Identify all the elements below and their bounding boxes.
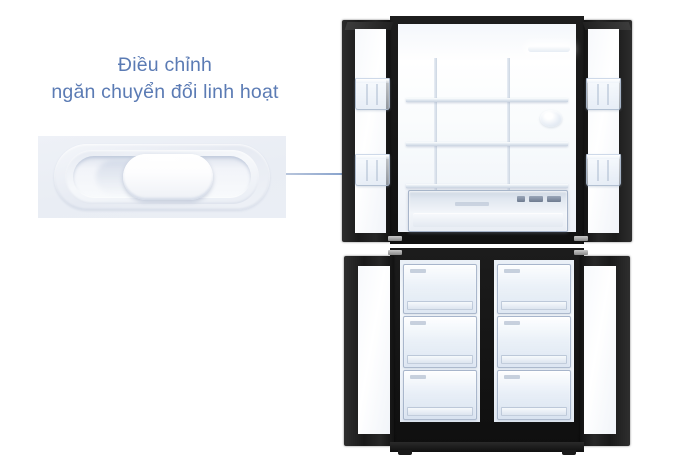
freezer-cavity-left bbox=[400, 260, 480, 422]
hinge-bottom-right bbox=[574, 250, 588, 255]
fridge-interior-cavity bbox=[398, 24, 576, 232]
bin-lip bbox=[356, 79, 389, 83]
fridge-door-top-left[interactable] bbox=[342, 20, 394, 242]
bin-rib bbox=[376, 160, 378, 181]
fridge-top-unit bbox=[336, 12, 638, 244]
freezer-drawer-right-2[interactable] bbox=[497, 316, 571, 368]
shelf-rail-right bbox=[507, 58, 510, 198]
door-bin-top-right-upper[interactable] bbox=[586, 78, 621, 110]
freezer-drawer-right-1[interactable] bbox=[497, 264, 571, 314]
bin-lip bbox=[356, 155, 389, 159]
drawer-front bbox=[407, 407, 473, 416]
slider-knob-highlight bbox=[130, 156, 206, 161]
caption-line-1: Điều chỉnh bbox=[117, 54, 213, 76]
drawer-handle[interactable] bbox=[410, 375, 426, 379]
interior-light bbox=[528, 46, 570, 52]
shelf-rail-left bbox=[434, 58, 437, 198]
freezer-door-bottom-left[interactable] bbox=[344, 256, 394, 446]
hinge-bottom-left bbox=[388, 250, 402, 255]
door-liner-top-right bbox=[588, 29, 619, 233]
door-bin-top-right-lower[interactable] bbox=[586, 154, 621, 186]
feature-caption: Điều chỉnh ngăn chuyển đổi linh hoạt bbox=[0, 52, 330, 106]
freezer-cavity-right bbox=[494, 260, 574, 422]
bin-rib bbox=[376, 84, 378, 105]
glass-shelf-3 bbox=[406, 184, 568, 188]
drawer-front bbox=[407, 301, 473, 310]
hinge-top-right bbox=[574, 236, 588, 241]
crisper-control-1[interactable] bbox=[517, 196, 525, 202]
drawer-front bbox=[407, 355, 473, 364]
bin-rib bbox=[597, 84, 599, 105]
door-liner-top-left bbox=[355, 29, 386, 233]
freezer-drawer-left-3[interactable] bbox=[403, 370, 477, 420]
freezer-drawer-right-3[interactable] bbox=[497, 370, 571, 420]
crisper-drawer[interactable] bbox=[408, 190, 568, 232]
drawer-front bbox=[501, 301, 567, 310]
refrigerator bbox=[336, 12, 638, 456]
drawer-front bbox=[501, 355, 567, 364]
bin-lip bbox=[587, 155, 620, 159]
crisper-front-band bbox=[413, 213, 563, 227]
bin-rib bbox=[597, 160, 599, 181]
door-bin-top-left-lower[interactable] bbox=[355, 154, 390, 186]
crisper-control-3[interactable] bbox=[547, 196, 561, 202]
slider-knob[interactable] bbox=[123, 154, 213, 200]
base-kick-panel bbox=[390, 442, 584, 452]
glass-shelf-1 bbox=[406, 98, 568, 102]
drawer-handle[interactable] bbox=[504, 375, 520, 379]
freezer-bottom-unit bbox=[336, 244, 638, 456]
crisper-control-2[interactable] bbox=[529, 196, 543, 202]
bin-lip bbox=[587, 79, 620, 83]
caption-line-2: ngăn chuyển đổi linh hoạt bbox=[51, 81, 279, 103]
freezer-drawer-left-2[interactable] bbox=[403, 316, 477, 368]
freezer-door-bottom-right[interactable] bbox=[580, 256, 630, 446]
glass-shelf-2 bbox=[406, 142, 568, 146]
brand-mark bbox=[455, 202, 489, 206]
air-vent-icon bbox=[540, 110, 562, 127]
drawer-handle[interactable] bbox=[504, 321, 520, 325]
door-liner-bottom-right bbox=[584, 266, 616, 434]
drawer-handle[interactable] bbox=[410, 269, 426, 273]
bin-rib bbox=[366, 84, 368, 105]
drawer-handle[interactable] bbox=[410, 321, 426, 325]
bin-rib bbox=[607, 84, 609, 105]
door-liner-bottom-left bbox=[358, 266, 390, 434]
flexible-compartment-slider-inset bbox=[38, 136, 286, 218]
bin-rib bbox=[366, 160, 368, 181]
drawer-front bbox=[501, 407, 567, 416]
drawer-handle[interactable] bbox=[504, 269, 520, 273]
hinge-top-left bbox=[388, 236, 402, 241]
foot-right bbox=[562, 450, 576, 455]
bin-rib bbox=[607, 160, 609, 181]
foot-left bbox=[398, 450, 412, 455]
fridge-door-top-right[interactable] bbox=[582, 20, 632, 242]
freezer-cabinet bbox=[390, 248, 584, 446]
freezer-drawer-left-1[interactable] bbox=[403, 264, 477, 314]
door-bin-top-left-upper[interactable] bbox=[355, 78, 390, 110]
